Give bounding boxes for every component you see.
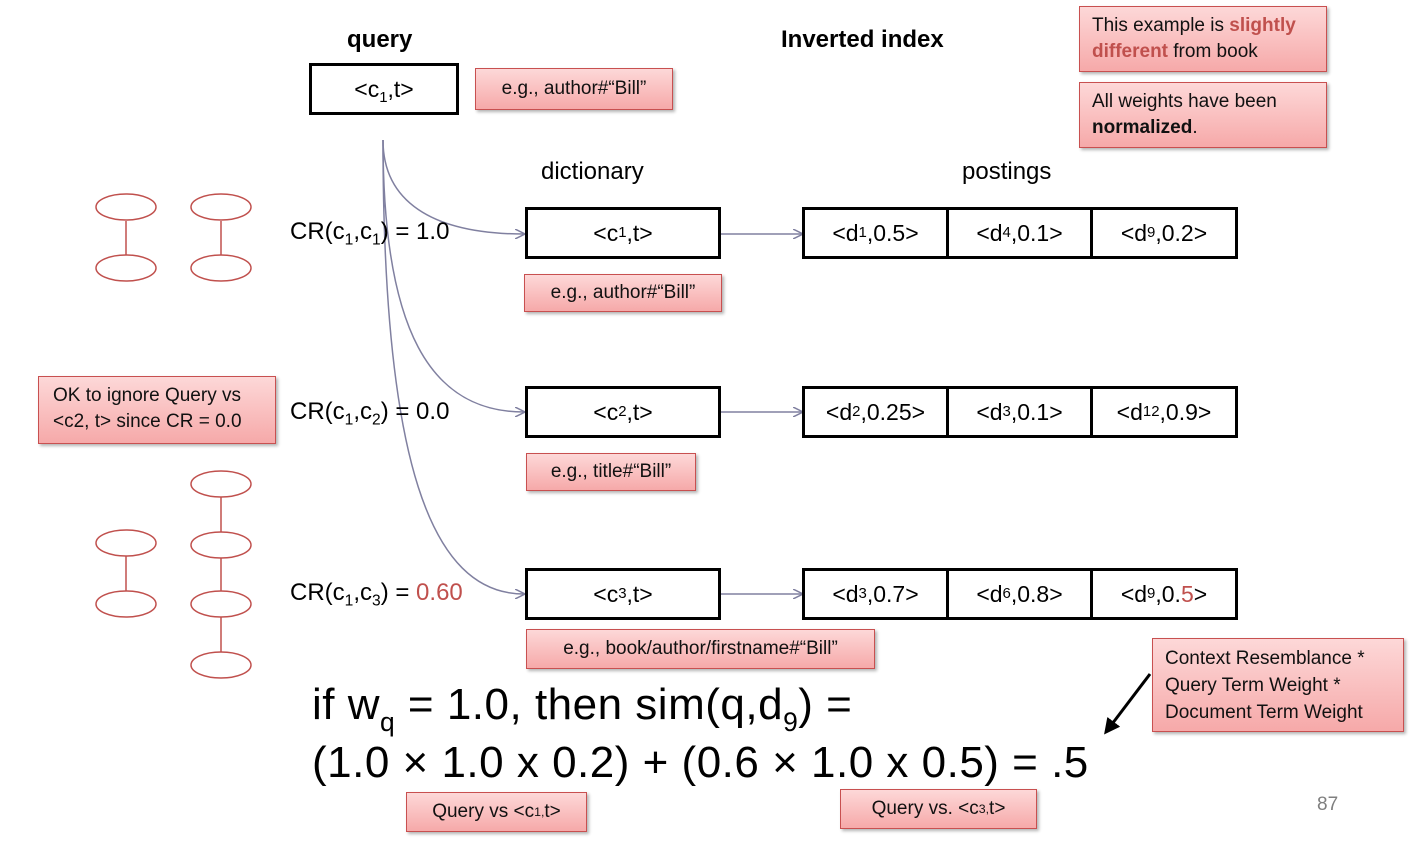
cr-c1-c3: CR(c1,c3) = 0.60 [290,579,463,610]
formula-line-2: (1.0 × 1.0 x 0.2) + (0.6 × 1.0 x 0.5) = … [312,738,1089,787]
cr-value: 0.60 [416,579,463,606]
formula-line-1: if wq = 1.0, then sim(q,d9) = [312,680,853,737]
tree-c3-a [95,529,157,618]
book-difference-note: This example is slightly different from … [1079,6,1327,72]
tree-c1-b [190,193,252,282]
postings-header: postings [962,158,1052,185]
normalized-note: All weights have been normalized. [1079,82,1327,148]
query-header: query [347,26,413,53]
cr-value: 0.0 [416,398,450,425]
tree-c1-a [95,193,157,282]
dictionary-example-c3: e.g., book/author/firstname#“Bill” [526,629,875,669]
context-note-arrow [1104,673,1152,735]
dictionary-example-c1: e.g., author#“Bill” [524,274,722,312]
dictionary-example-c2: e.g., title#“Bill” [526,453,696,491]
page-number: 87 [1317,794,1339,815]
query-term: <c1,t> [354,75,414,106]
cr-value: 1.0 [416,218,450,245]
cr-c1-c1: CR(c1,c1) = 1.0 [290,218,450,249]
tree-c3-b [190,470,252,679]
query-to-c3-arrow [382,139,524,594]
query-example-note: e.g., author#“Bill” [475,68,673,110]
query-to-c2-arrow [382,139,524,412]
inverted-index-header: Inverted index [781,26,944,53]
context-resemblance-note: Context Resemblance * Query Term Weight … [1152,638,1404,732]
ignore-query-note: OK to ignore Query vs <c2, t> since CR =… [38,376,276,444]
cr-c1-c2: CR(c1,c2) = 0.0 [290,398,450,429]
dictionary-header: dictionary [541,158,644,185]
query-term-box: <c1,t> [309,63,459,115]
